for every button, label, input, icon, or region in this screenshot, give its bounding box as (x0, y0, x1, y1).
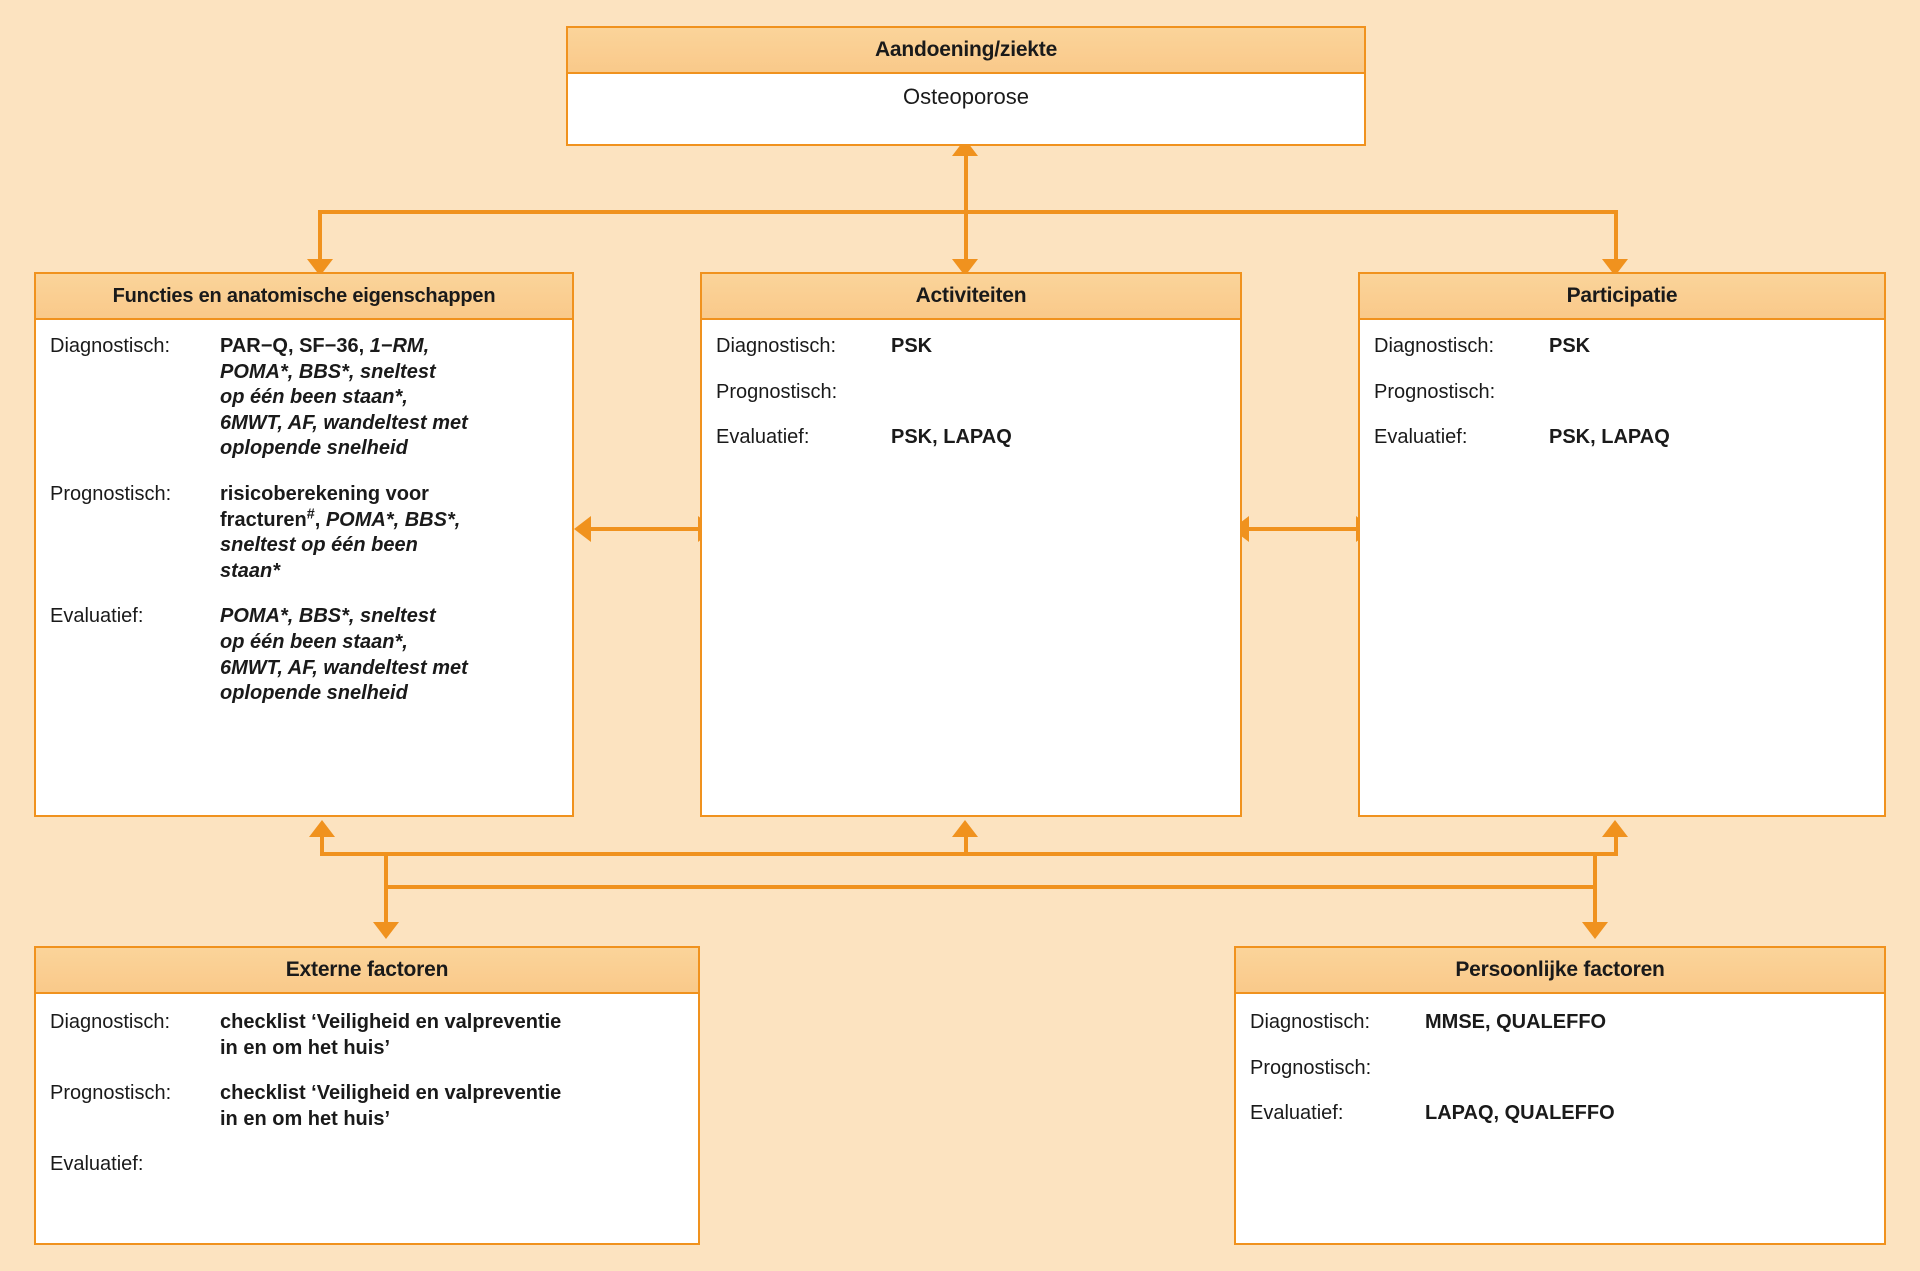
row-label: Evaluatief: (50, 605, 144, 628)
connector-vertical-center-top (964, 152, 968, 212)
connector-activities-participation (1248, 527, 1358, 531)
functions-box: Functies en anatomische eigenschappen Di… (34, 272, 574, 817)
connector-up-participation (1614, 835, 1618, 856)
external-factors-box-body: Diagnostisch: checklist ‘Veiligheid en v… (36, 994, 698, 1188)
row-label: Prognostisch: (50, 482, 172, 505)
row-label: Evaluatief: (1250, 1102, 1344, 1125)
row-label: Diagnostisch: (716, 335, 837, 357)
external-factors-box-header: Externe factoren (36, 948, 698, 994)
personal-factors-box: Persoonlijke factoren Diagnostisch: MMSE… (1234, 946, 1886, 1245)
row-label: Prognostisch: (716, 380, 838, 403)
functions-row-diagnostisch: Diagnostisch: PAR−Q, SF−36, 1−RM,POMA*, … (50, 334, 562, 462)
participation-row-evaluatief: Evaluatief: PSK, LAPAQ (1374, 425, 1874, 451)
row-label: Prognostisch: (50, 1082, 172, 1105)
personal-factors-box-header: Persoonlijke factoren (1236, 948, 1884, 994)
personal-row-prognostisch: Prognostisch: (1250, 1056, 1874, 1082)
personal-row-evaluatief: Evaluatief: LAPAQ, QUALEFFO (1250, 1101, 1874, 1127)
connector-horizontal-top-bus (318, 210, 1618, 214)
participation-box-body: Diagnostisch: PSK Prognostisch: Evaluati… (1360, 320, 1884, 461)
participation-box: Participatie Diagnostisch: PSK Prognosti… (1358, 272, 1886, 817)
activities-box-body: Diagnostisch: PSK Prognostisch: Evaluati… (702, 320, 1240, 461)
connector-functions-activities (590, 527, 700, 531)
arrow-up-activities-lower (952, 820, 978, 837)
participation-row-diagnostisch: Diagnostisch: PSK (1374, 334, 1874, 360)
row-label: Prognostisch: (1374, 380, 1496, 403)
connector-horizontal-lower-bus-upper (322, 852, 1618, 856)
row-label: Prognostisch: (1250, 1056, 1372, 1079)
connector-vertical-right-top (1614, 210, 1618, 262)
connector-vertical-left-top (318, 210, 322, 262)
activities-box: Activiteiten Diagnostisch: PSK Prognosti… (700, 272, 1242, 817)
row-value: MMSE, QUALEFFO (1425, 1011, 1607, 1033)
condition-value: Osteoporose (568, 74, 1364, 124)
activities-box-header: Activiteiten (702, 274, 1240, 320)
arrow-down-to-activities (952, 259, 978, 276)
arrow-down-to-participation (1602, 259, 1628, 276)
activities-row-prognostisch: Prognostisch: (716, 380, 1230, 406)
connector-bus-riser-right (1593, 852, 1597, 888)
connector-vertical-center-drop (964, 210, 968, 262)
activities-row-diagnostisch: Diagnostisch: PSK (716, 334, 1230, 360)
external-row-diagnostisch: Diagnostisch: checklist ‘Veiligheid en v… (50, 1010, 688, 1061)
row-label: Diagnostisch: (1374, 335, 1495, 357)
row-value: PSK, LAPAQ (891, 426, 1012, 449)
row-value: PSK (1549, 335, 1591, 357)
personal-row-diagnostisch: Diagnostisch: MMSE, QUALEFFO (1250, 1010, 1874, 1036)
row-label: Diagnostisch: (1250, 1011, 1371, 1033)
row-value: PSK, LAPAQ (1549, 426, 1670, 449)
condition-box-header: Aandoening/ziekte (568, 28, 1364, 74)
activities-row-evaluatief: Evaluatief: PSK, LAPAQ (716, 425, 1230, 451)
arrow-down-to-functions (307, 259, 333, 276)
arrow-down-to-personal (1582, 922, 1608, 939)
external-factors-box: Externe factoren Diagnostisch: checklist… (34, 946, 700, 1245)
connector-horizontal-lower-bus (384, 885, 1597, 889)
arrow-down-to-external (373, 922, 399, 939)
row-label: Evaluatief: (1374, 426, 1468, 449)
external-row-evaluatief: Evaluatief: (50, 1152, 688, 1178)
row-value: PAR−Q, SF−36, 1−RM,POMA*, BBS*, sneltest… (220, 335, 468, 460)
participation-row-prognostisch: Prognostisch: (1374, 380, 1874, 406)
arrow-left-functions (574, 516, 591, 542)
row-value: LAPAQ, QUALEFFO (1425, 1102, 1615, 1125)
personal-factors-box-body: Diagnostisch: MMSE, QUALEFFO Prognostisc… (1236, 994, 1884, 1137)
external-row-prognostisch: Prognostisch: checklist ‘Veiligheid en v… (50, 1081, 688, 1132)
functions-box-header: Functies en anatomische eigenschappen (36, 274, 572, 320)
arrow-up-participation-lower (1602, 820, 1628, 837)
connector-up-activities (964, 835, 968, 856)
connector-down-external (384, 885, 388, 925)
row-label: Evaluatief: (50, 1153, 144, 1176)
participation-box-header: Participatie (1360, 274, 1884, 320)
connector-bus-riser-left (384, 852, 388, 888)
row-label: Diagnostisch: (50, 335, 171, 357)
row-value: PSK (891, 335, 933, 357)
row-label: Diagnostisch: (50, 1011, 171, 1033)
condition-box: Aandoening/ziekte Osteoporose (566, 26, 1366, 146)
arrow-up-functions-lower (309, 820, 335, 837)
functions-box-body: Diagnostisch: PAR−Q, SF−36, 1−RM,POMA*, … (36, 320, 572, 717)
connector-up-functions (320, 835, 324, 856)
row-label: Evaluatief: (716, 426, 810, 449)
connector-down-personal (1593, 885, 1597, 925)
